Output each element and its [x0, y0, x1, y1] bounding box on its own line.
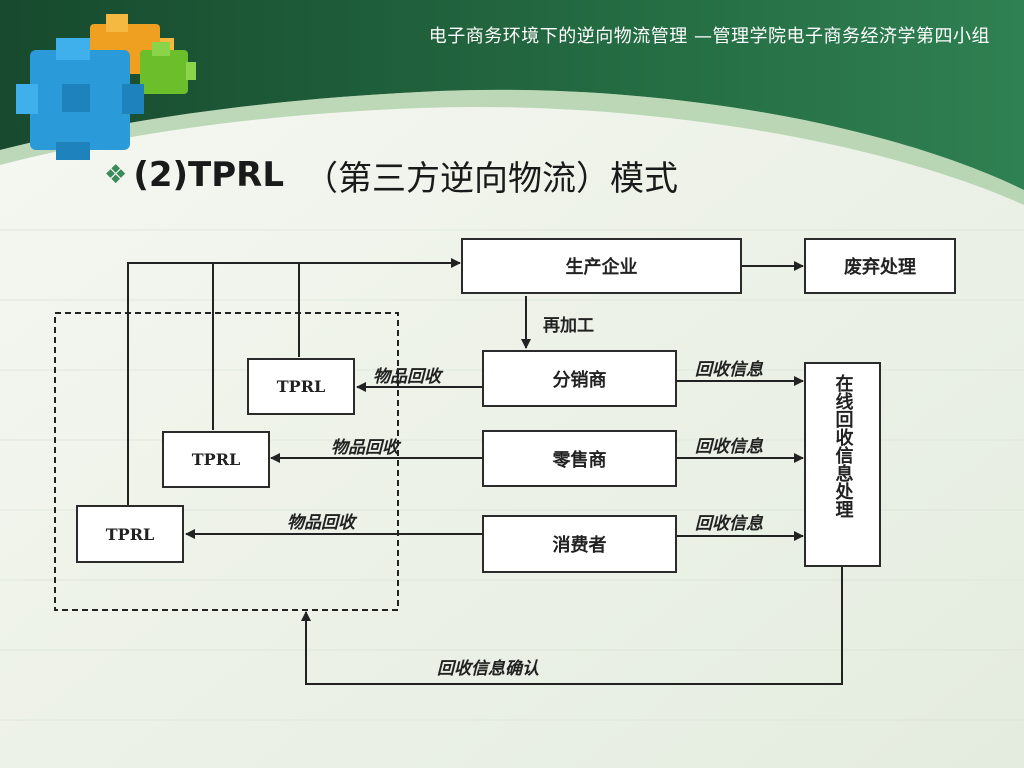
confirm-loop-arrow [301, 566, 843, 685]
tprl3-to-producer-line [127, 258, 461, 505]
reprocess-label: 再加工 [543, 316, 594, 336]
tprl-box-1: TPRL [247, 358, 355, 415]
disposal-box: 废弃处理 [804, 238, 956, 294]
producer-box: 生产企业 [461, 238, 742, 294]
tprl-box-3: TPRL [76, 505, 184, 563]
diamond-bullet-icon: ❖ [104, 160, 128, 190]
goods-return-label-1: 物品回收 [373, 367, 441, 387]
puzzle-cubes-logo [16, 14, 196, 160]
recycle-info-label-1: 回收信息 [695, 360, 763, 380]
recycle-info-label-2: 回收信息 [695, 437, 763, 457]
presentation-title: 电子商务环境下的逆向物流管理 —管理学院电子商务经济学第四小组 [428, 26, 990, 47]
heading-main: (2)TPRL [133, 155, 285, 195]
consumer-box: 消费者 [482, 515, 677, 573]
recycle-info-label-3: 回收信息 [695, 514, 763, 534]
retailer-box: 零售商 [482, 430, 677, 487]
online-info-box: 在线回收信息处理 [804, 362, 881, 567]
tprl-region-border [54, 312, 399, 611]
slide-heading: ❖ (2)TPRL （第三方逆向物流）模式 [104, 150, 678, 200]
distributor-box: 分销商 [482, 350, 677, 407]
goods-return-label-3: 物品回收 [287, 513, 355, 533]
confirm-label: 回收信息确认 [437, 659, 539, 679]
tprl-box-2: TPRL [162, 431, 270, 488]
heading-sub: （第三方逆向物流）模式 [304, 158, 679, 199]
goods-return-label-2: 物品回收 [331, 438, 399, 458]
online-info-label: 在线回收信息处理 [832, 374, 854, 518]
